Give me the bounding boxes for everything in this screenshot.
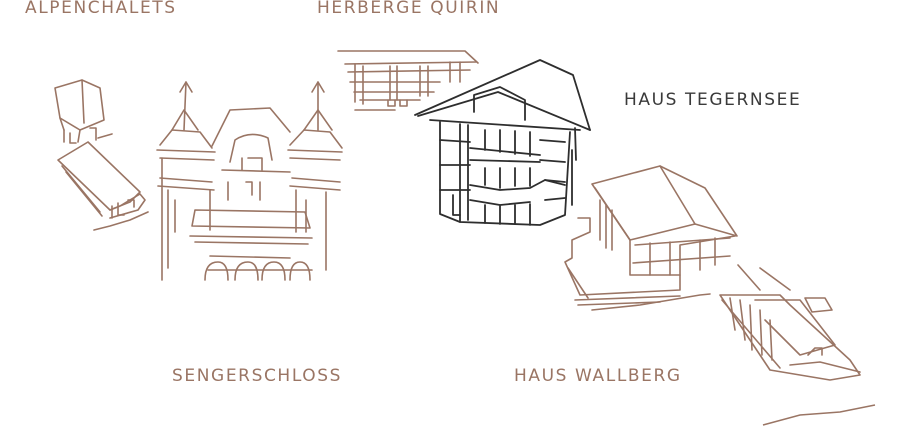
location-link-haus-tegernsee[interactable]: HAUS TEGERNSEE xyxy=(624,90,802,110)
location-link-haus-wallberg[interactable]: HAUS WALLBERG xyxy=(514,366,682,386)
alpenchalets-building-sketch[interactable] xyxy=(54,79,149,231)
location-link-herberge-quirin[interactable]: HERBERGE QUIRIN xyxy=(317,0,501,18)
shoreline-stroke xyxy=(762,404,876,426)
sengerschloss-building-sketch[interactable] xyxy=(156,81,343,281)
location-link-alpenchalets[interactable]: ALPENCHALETS xyxy=(25,0,177,18)
haus-tegernsee-building-sketch[interactable] xyxy=(414,59,591,226)
location-link-sengerschloss[interactable]: SENGERSCHLOSS xyxy=(172,366,343,386)
haus-wallberg-building-sketch[interactable] xyxy=(564,165,861,381)
herberge-quirin-building-sketch[interactable] xyxy=(337,50,479,111)
